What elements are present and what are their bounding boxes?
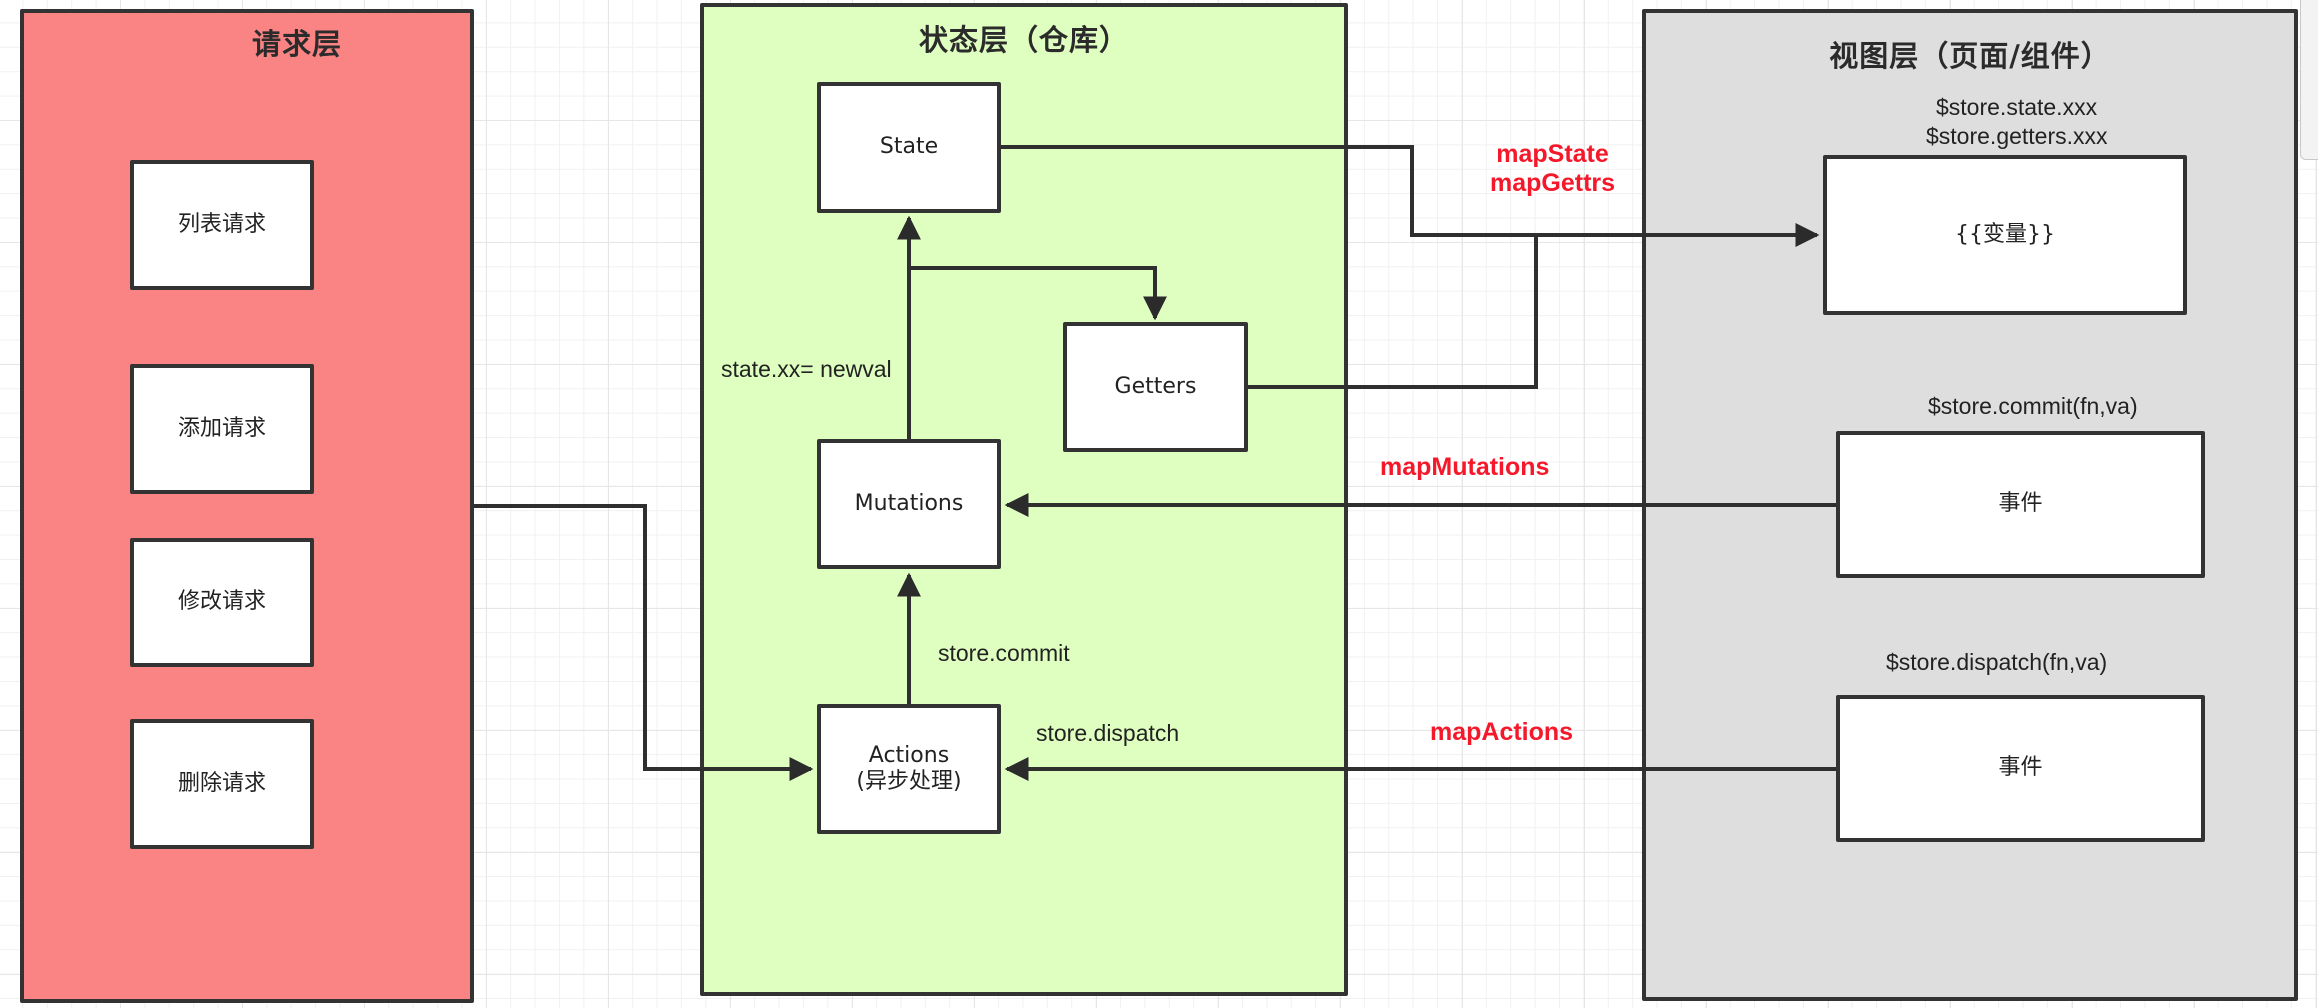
map-actions-label: mapActions bbox=[1430, 718, 1574, 746]
store-state-access-label: $store.state.xxx bbox=[1936, 94, 2098, 120]
request-layer-panel: 请求层 bbox=[20, 9, 474, 1003]
state-node[interactable]: State bbox=[817, 82, 1001, 213]
dispatch-event-node[interactable]: 事件 bbox=[1836, 695, 2205, 842]
request-layer-title: 请求层 bbox=[251, 27, 342, 61]
view-layer-title: 视图层（页面/组件） bbox=[1829, 39, 2111, 73]
store-dispatch-label: store.dispatch bbox=[1036, 720, 1180, 746]
add-request-node[interactable]: 添加请求 bbox=[130, 364, 314, 494]
state-layer-title: 状态层（仓库） bbox=[918, 23, 1129, 57]
commit-event-node[interactable]: 事件 bbox=[1836, 431, 2205, 578]
store-dispatch-call-label: $store.dispatch(fn,va) bbox=[1886, 649, 2108, 675]
store-getters-access-label: $store.getters.xxx bbox=[1926, 123, 2108, 149]
map-mutations-label: mapMutations bbox=[1380, 453, 1550, 481]
actions-node[interactable]: Actions (异步处理) bbox=[817, 704, 1001, 834]
side-panel-edge bbox=[2300, 0, 2318, 160]
map-getters-label: mapGettrs bbox=[1490, 169, 1616, 197]
store-commit-call-label: $store.commit(fn,va) bbox=[1928, 393, 2138, 419]
map-helpers-label: mapState mapGettrs bbox=[1490, 140, 1615, 198]
mutations-node[interactable]: Mutations bbox=[817, 439, 1001, 569]
store-commit-label: store.commit bbox=[938, 640, 1070, 666]
update-request-node[interactable]: 修改请求 bbox=[130, 538, 314, 667]
state-assign-label: state.xx= newval bbox=[721, 356, 892, 382]
list-request-node[interactable]: 列表请求 bbox=[130, 160, 314, 290]
map-state-label: mapState bbox=[1496, 140, 1609, 168]
getters-node[interactable]: Getters bbox=[1063, 322, 1248, 452]
state-layer-panel: 状态层（仓库） bbox=[700, 3, 1348, 996]
delete-request-node[interactable]: 删除请求 bbox=[130, 719, 314, 849]
variable-node[interactable]: {{变量}} bbox=[1823, 155, 2187, 315]
